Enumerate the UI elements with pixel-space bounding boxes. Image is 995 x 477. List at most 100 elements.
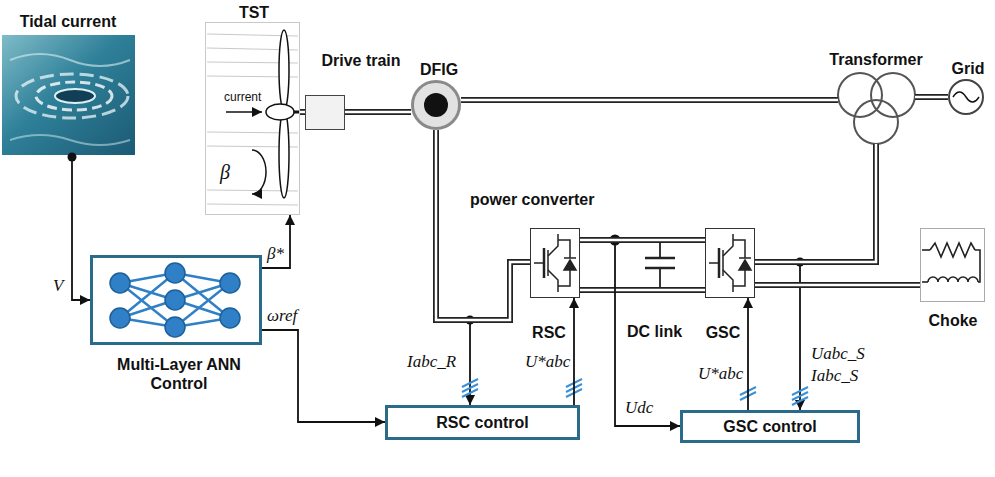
box-title: GSC control — [723, 418, 816, 436]
signal-arrow — [262, 215, 290, 268]
part-label: Multi-Layer ANN Control — [114, 355, 244, 393]
signal-arrow — [573, 298, 575, 405]
part-label: Grid — [952, 59, 985, 78]
ann-network-icon — [165, 290, 185, 310]
igbt-symbol — [718, 248, 721, 278]
igbt-symbol — [722, 250, 724, 276]
measurement-tap — [615, 240, 680, 426]
igbt-symbol — [739, 260, 751, 270]
signal-name: V — [52, 276, 64, 296]
water-image — [10, 135, 130, 145]
power-line — [755, 284, 920, 287]
capacitor-symbol — [659, 243, 661, 258]
choke-box: Choke — [920, 228, 985, 302]
igbt-symbol — [709, 262, 719, 264]
signal-name: β* — [266, 244, 285, 264]
water-image — [2, 35, 135, 155]
igbt-symbol — [558, 240, 570, 258]
generator-circle: DFIG — [411, 80, 461, 130]
power-line — [755, 282, 920, 288]
grid-symbol — [953, 92, 979, 102]
capacitor-symbol — [645, 243, 675, 287]
choke-symbol — [928, 277, 978, 282]
signal-name: U*abc — [697, 364, 744, 384]
power-line — [580, 237, 705, 243]
power-line — [461, 97, 838, 103]
signal-name: Uabc_S — [810, 344, 866, 364]
igbt-symbol — [547, 250, 549, 276]
power-line — [915, 94, 948, 100]
water-image — [36, 82, 112, 110]
water-image-box: Tidal current — [2, 35, 135, 155]
ann-network-icon — [110, 263, 240, 337]
signal-name: U*abc — [524, 352, 571, 372]
igbt-symbol — [709, 234, 751, 292]
ann-network-icon — [110, 273, 130, 293]
ann-network-icon — [110, 308, 130, 328]
part-label: Tidal current — [20, 12, 117, 31]
choke-symbol — [922, 243, 980, 282]
igbt-symbol — [548, 234, 558, 256]
part-label: RSC — [532, 323, 566, 342]
choke-symbol — [922, 281, 928, 283]
signal-arrow — [72, 155, 90, 300]
ann-network-icon — [165, 317, 185, 337]
power-line — [436, 130, 530, 320]
water-image — [16, 74, 128, 118]
signal-name: Iabc_S — [810, 366, 859, 386]
capacitor-symbol — [645, 257, 675, 260]
igbt-symbol — [534, 234, 576, 292]
turbine-illustration — [207, 204, 298, 205]
power-line — [755, 144, 876, 262]
part-label: Drive train — [321, 51, 400, 70]
transformer-symbol — [838, 73, 915, 144]
power-line — [300, 109, 305, 115]
turbine-illustration — [226, 111, 262, 113]
power-line — [580, 239, 705, 242]
igbt-symbol — [739, 257, 751, 259]
transformer-symbol — [854, 100, 898, 144]
power-line — [345, 111, 411, 114]
box-title: RSC control — [436, 414, 528, 432]
signal-arrow — [262, 330, 385, 422]
water-image — [10, 54, 130, 66]
power-line — [915, 96, 948, 99]
bus-hash-mark — [462, 379, 808, 405]
generator-core — [414, 83, 458, 127]
power-line — [755, 144, 876, 262]
power-line — [436, 130, 530, 320]
power-line — [300, 111, 305, 114]
grid-symbol — [953, 92, 979, 102]
igbt-symbol — [564, 260, 576, 270]
power-line — [461, 100, 838, 101]
converter-box: RSC — [530, 228, 580, 298]
signal-arrow — [262, 215, 290, 268]
flow-label: current — [224, 90, 261, 104]
igbt-symbol — [723, 270, 733, 292]
signal-arrow — [747, 298, 749, 410]
generator-core — [414, 83, 458, 127]
group-label: power converter — [470, 190, 594, 209]
igbt-symbol — [548, 270, 558, 292]
igbt-symbol — [534, 262, 544, 264]
ann-network-icon — [110, 263, 240, 337]
part-label: Choke — [929, 311, 978, 330]
power-line — [345, 109, 411, 115]
dc-bus-wire — [580, 289, 705, 292]
signal-name: Iabc_R — [406, 352, 457, 372]
converter-box: GSC — [705, 228, 755, 298]
signal-arrow — [72, 155, 90, 300]
turbine-illustration — [205, 22, 300, 215]
grid-circle: Grid — [948, 79, 984, 115]
control-box: RSC control — [385, 405, 580, 440]
ann-control-box: Multi-Layer ANN Control — [90, 255, 262, 345]
ann-network-icon — [220, 273, 240, 293]
part-label: DFIG — [420, 60, 458, 79]
igbt-symbol — [733, 240, 745, 258]
capacitor-symbol — [659, 268, 661, 287]
control-box: GSC control — [680, 410, 860, 443]
power-line — [755, 144, 876, 262]
